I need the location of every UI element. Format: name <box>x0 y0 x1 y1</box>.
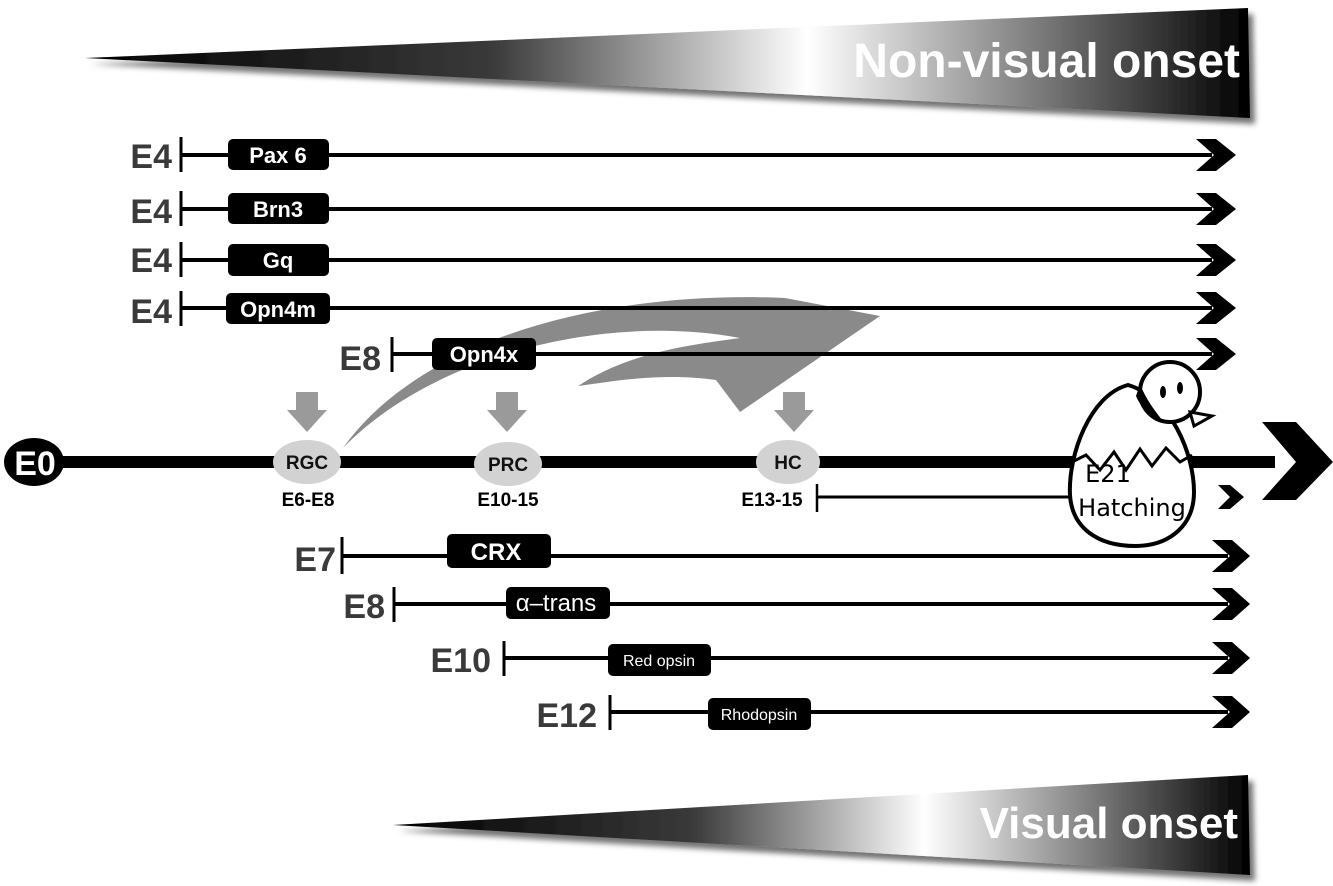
gene-label: Pax 6 <box>249 143 307 168</box>
hatching-day-label: E21 <box>1085 460 1131 488</box>
visual-onset-label: Visual onset <box>980 799 1239 848</box>
down-arrow-icon <box>287 392 327 432</box>
gene-badge <box>447 534 551 568</box>
gene-badge <box>228 244 329 276</box>
down-arrow-icon <box>487 392 527 432</box>
stage-label: E8 <box>339 340 381 378</box>
gene-badge <box>228 193 329 224</box>
arrowhead-icon <box>1196 193 1236 225</box>
cell-stage-range: E13-15 <box>741 490 803 511</box>
cell-type-rgc: RGC E6-E8 <box>273 440 341 511</box>
visual-gene-row: E12 Rhodopsin <box>537 695 1250 735</box>
gene-label: Opn4x <box>450 342 519 367</box>
gene-label: Brn3 <box>253 197 303 222</box>
visual-gene-row: E10 Red opsin <box>431 641 1250 680</box>
cell-stage-range: E10-15 <box>477 490 539 511</box>
gene-label: CRX <box>471 539 522 566</box>
gene-badge <box>228 139 329 170</box>
hatching-label: Hatching <box>1078 494 1186 522</box>
arrowhead-icon <box>1196 292 1236 324</box>
stage-label: E8 <box>343 588 385 626</box>
gene-badge <box>608 644 711 676</box>
visual-gene-row: E7 CRX <box>294 534 1250 579</box>
gene-label: Opn4m <box>240 297 316 322</box>
cell-type-hc: HC E13-15 <box>741 440 1244 512</box>
stage-label: E4 <box>130 138 172 176</box>
stage-label: E4 <box>130 242 172 280</box>
non-visual-onset-label: Non-visual onset <box>853 35 1240 88</box>
cell-type-prc: PRC E10-15 <box>474 442 542 511</box>
gene-label: Rhodopsin <box>721 707 798 724</box>
curved-progression-arrow <box>343 297 880 448</box>
gradient-wedge-shape <box>393 775 1250 875</box>
timeline-start-marker <box>4 438 64 486</box>
gene-label: Gq <box>263 248 294 273</box>
arrowhead-icon <box>1212 642 1250 674</box>
non-visual-gene-row: E4 Brn3 <box>130 191 1236 231</box>
gene-badge <box>432 338 536 370</box>
cell-type-label: RGC <box>286 453 329 474</box>
chick-wing <box>1136 384 1162 420</box>
main-timeline: E0 <box>4 422 1333 500</box>
arrowhead-icon <box>1218 485 1244 509</box>
gradient-wedge-shape <box>85 8 1250 118</box>
chick-eye <box>1160 386 1166 398</box>
arrowhead-icon <box>1196 244 1236 276</box>
stage-label: E7 <box>294 541 336 579</box>
non-visual-gene-row: E4 Opn4m <box>130 291 1236 331</box>
visual-onset-wedge: Visual onset <box>393 775 1250 875</box>
egg-crack <box>1071 445 1193 473</box>
non-visual-gene-row: E4 Pax 6 <box>130 137 1236 176</box>
chick-beak <box>1187 410 1217 429</box>
non-visual-gene-row: E8 Opn4x <box>339 337 1236 378</box>
cell-type-label: PRC <box>488 455 528 476</box>
stage-label: E12 <box>537 697 598 735</box>
arrowhead-icon <box>1262 422 1333 500</box>
stage-label: E10 <box>431 642 492 680</box>
stage-label: E4 <box>130 293 172 331</box>
gene-badge <box>226 293 330 324</box>
egg-shell <box>1067 382 1197 549</box>
hatching-egg-illustration: E21 Hatching <box>1067 360 1217 549</box>
gene-label: Red opsin <box>623 653 695 670</box>
arrowhead-icon <box>1196 338 1236 370</box>
timeline-start-label: E0 <box>14 445 56 483</box>
arrowhead-icon <box>1212 540 1250 572</box>
cell-stage-range: E6-E8 <box>282 490 335 511</box>
chick-eye <box>1177 382 1183 394</box>
non-visual-gene-row: E4 Gq <box>130 242 1236 280</box>
arrowhead-icon <box>1212 696 1250 728</box>
gene-badge <box>506 587 610 619</box>
arrowhead-icon <box>1212 588 1250 620</box>
stage-label: E4 <box>130 193 172 231</box>
gene-label: α–trans <box>516 590 597 617</box>
cell-type-label: HC <box>774 453 802 474</box>
visual-gene-row: E8 α–trans <box>343 587 1250 626</box>
gene-badge <box>708 698 811 730</box>
arrowhead-icon <box>1196 139 1236 171</box>
down-arrow-icon <box>774 392 814 432</box>
non-visual-onset-wedge: Non-visual onset <box>85 8 1250 118</box>
